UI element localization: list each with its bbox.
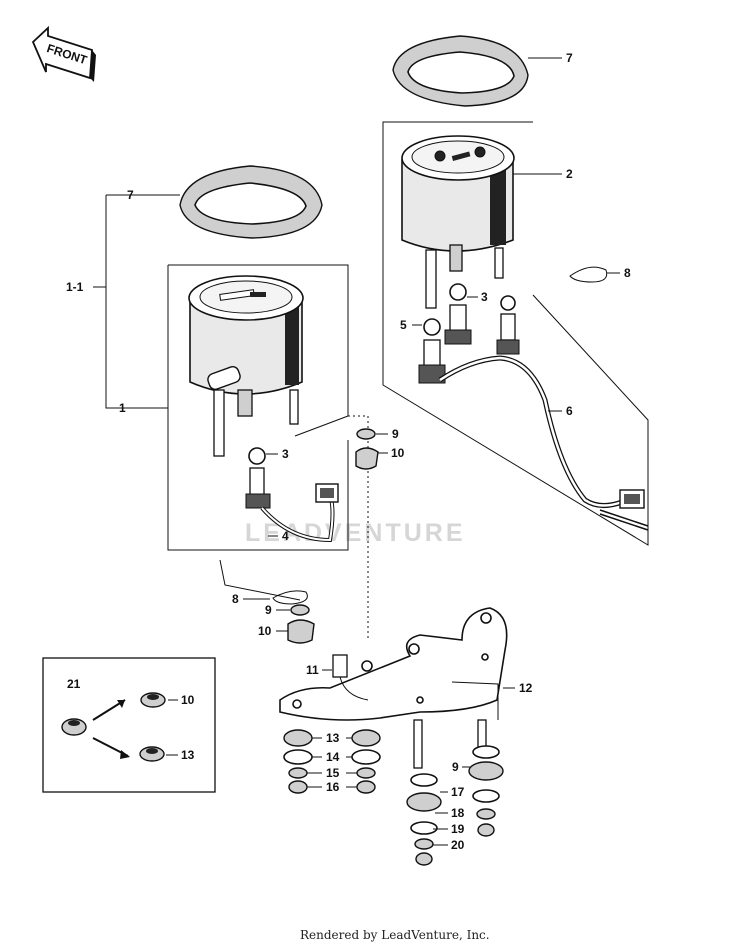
callout-6: 6 [566,404,573,418]
group-2-bracket [382,121,649,546]
stud-left [413,719,423,769]
bezel-ring-left [179,165,323,239]
callout-7-left: 7 [127,188,134,202]
callout-20: 20 [451,838,465,852]
callout-3-left: 3 [282,447,289,461]
inset-box [42,657,216,793]
hardware-stack-left [283,729,381,794]
callout-3-right: 3 [481,290,488,304]
callout-14: 14 [326,750,340,764]
callout-11: 11 [306,663,319,677]
grommet-10-mid [355,447,379,470]
callout-19: 19 [451,822,465,836]
wire-clip-right [569,266,608,283]
group-1-1-bracket [105,195,168,409]
footer-credit: Rendered by LeadVenture, Inc. [300,928,490,942]
tachometer-gauge [401,135,515,309]
grommet-10-left [287,619,315,644]
leader-lines [93,57,620,846]
callout-9-right: 9 [452,760,459,774]
callout-8-right: 8 [624,266,631,280]
callout-8-left: 8 [232,592,239,606]
hardware-stack-right [406,745,504,866]
callout-10-inset: 10 [181,693,195,707]
callout-16: 16 [326,780,340,794]
speedometer-gauge [188,275,304,457]
callout-5: 5 [400,318,407,332]
callout-17: 17 [451,785,465,799]
callout-labels: 7 7 2 8 3 5 6 1-1 1 3 4 9 10 8 9 10 11 1… [66,51,631,852]
callout-13-inset: 13 [181,748,195,762]
callout-13: 13 [326,731,340,745]
washer-9-left [290,604,310,616]
callout-12: 12 [519,681,533,695]
front-arrow-icon: FRONT [31,25,96,82]
bezel-ring-top [392,35,529,107]
callout-1: 1 [119,401,126,415]
wiring-harness [438,355,649,531]
callout-10-left: 10 [258,624,272,638]
callout-15: 15 [326,766,340,780]
mounting-bracket [279,607,508,721]
callout-7-top: 7 [566,51,573,65]
callout-21: 21 [67,677,81,691]
callout-18: 18 [451,806,465,820]
callout-2: 2 [566,167,573,181]
cable-fitting-11 [332,654,369,701]
callout-4: 4 [282,529,289,543]
callout-10-mid: 10 [391,446,405,460]
callout-9-mid: 9 [392,427,399,441]
wire-clip-left [272,590,308,605]
callout-1-1: 1-1 [66,280,84,294]
callout-9-left: 9 [265,603,272,617]
bulb-socket-left [245,447,339,543]
washer-9-mid [356,428,376,440]
bulb-socket-set-right [418,283,520,384]
